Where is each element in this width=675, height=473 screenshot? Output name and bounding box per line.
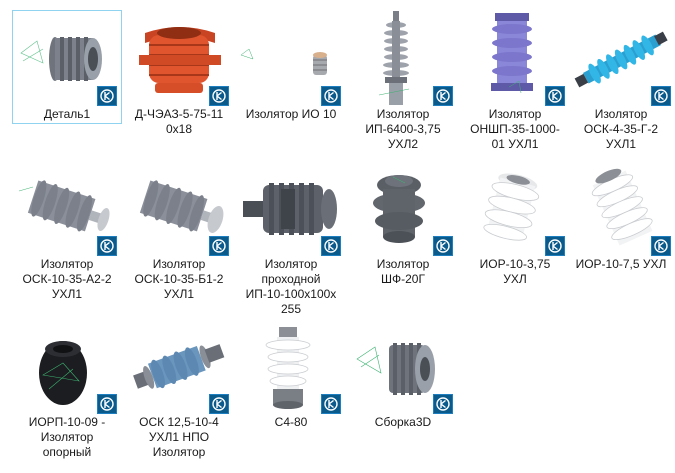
white-insulator-thumbnail [483,173,540,241]
kompas-3d-icon [545,236,565,256]
pin-insulator-thumbnail [373,175,425,243]
file-tile[interactable]: Сборка3D [348,318,458,431]
kompas-3d-icon [545,86,565,106]
kompas-3d-icon [97,394,117,414]
tall-insulator-thumbnail [378,11,410,105]
assembly-thumbnail [356,343,435,395]
file-tile[interactable]: Д-ЧЭАЗ-5-75-11 0х18 [124,10,234,138]
file-tile[interactable]: Деталь1 [12,10,122,124]
kompas-3d-icon [321,394,341,414]
black-insulator-thumbnail [39,341,87,405]
file-label: Изолятор ШФ-20Г [376,257,430,286]
thumbnail [349,11,457,107]
kompas-3d-icon [97,86,117,106]
file-tile[interactable]: ИОРП-10-09 - Изолятор опорный [12,318,122,461]
file-label: Изолятор ОНШП-35-1000- 01 УХЛ1 [470,107,560,151]
file-tile[interactable]: ИОР-10-7,5 УХЛ [566,160,675,273]
gray-insulator-thumbnail [18,180,110,232]
bushing-insulator-thumbnail [243,183,337,235]
thumbnail [13,319,121,415]
file-tile[interactable]: ИОР-10-3,75 УХЛ [460,160,570,288]
file-tile[interactable]: Изолятор ОСК-10-35-Б1-2 УХЛ1 [124,160,234,303]
thumbnail [349,319,457,415]
kompas-3d-icon [433,394,453,414]
file-label: ОСК 12,5-10-4 УХЛ1 НПО Изолятор [139,415,219,459]
file-tile[interactable]: Изолятор ОСК-4-35-Г-2 УХЛ1 [566,10,675,153]
file-label: Изолятор ОСК-10-35-А2-2 УХЛ1 [22,257,112,301]
kompas-3d-icon [209,86,229,106]
file-label: ИОР-10-3,75 УХЛ [479,257,551,286]
file-tile[interactable]: Изолятор ИО 10 [236,10,346,123]
file-tile[interactable]: Изолятор ОНШП-35-1000- 01 УХЛ1 [460,10,570,153]
thumbnail [237,319,345,415]
file-label: С4-80 [274,415,308,429]
file-tile[interactable]: ОСК 12,5-10-4 УХЛ1 НПО Изолятор [124,318,234,461]
thumbnail [461,161,569,257]
cyan-insulator-thumbnail [574,31,668,88]
file-label: ИОР-10-7,5 УХЛ [575,257,667,271]
thumbnail [567,11,675,107]
kompas-3d-icon [209,236,229,256]
orange-bushing-thumbnail [139,27,221,93]
file-label: Изолятор ОСК-4-35-Г-2 УХЛ1 [583,107,659,151]
kompas-3d-icon [433,86,453,106]
thumbnail [125,161,233,257]
thumbnail [13,11,121,107]
ribbed-insulator-thumbnail [20,37,102,81]
kompas-3d-icon [433,236,453,256]
thumbnail [125,319,233,415]
file-tile[interactable]: Изолятор ШФ-20Г [348,160,458,288]
file-label: ИОРП-10-09 - Изолятор опорный [28,415,106,459]
white-post-insulator-thumbnail [265,327,311,409]
file-tile[interactable]: Изолятор ИП-6400-3,75 УХЛ2 [348,10,458,153]
kompas-3d-icon [97,236,117,256]
thumbnail [461,11,569,107]
file-label: Д-ЧЭАЗ-5-75-11 0х18 [134,107,224,136]
kompas-3d-icon [209,394,229,414]
thumbnail [237,11,345,107]
file-label: Сборка3D [374,415,432,429]
file-label: Изолятор ИО 10 [245,107,337,121]
kompas-3d-icon [321,236,341,256]
purple-insulator-thumbnail [491,13,533,94]
file-label: Деталь1 [43,107,91,121]
file-label: Изолятор ИП-6400-3,75 УХЛ2 [365,107,441,151]
gray-insulator-thumbnail [139,180,224,233]
blue-insulator-thumbnail [133,344,225,389]
thumbnail [13,161,121,257]
file-label: Изолятор проходной ИП-10-100х100х 255 [245,257,337,316]
file-tile[interactable]: С4-80 [236,318,346,431]
thumbnail [125,11,233,107]
file-label: Изолятор ОСК-10-35-Б1-2 УХЛ1 [134,257,224,301]
small-insulator-thumbnail [240,48,327,75]
kompas-3d-icon [651,86,671,106]
thumbnail [567,161,675,257]
file-tile[interactable]: Изолятор ОСК-10-35-А2-2 УХЛ1 [12,160,122,303]
kompas-3d-icon [321,86,341,106]
white-insulator-thumbnail [591,168,653,246]
thumbnail [237,161,345,257]
thumbnail [349,161,457,257]
file-tile[interactable]: Изолятор проходной ИП-10-100х100х 255 [236,160,346,318]
kompas-3d-icon [651,236,671,256]
